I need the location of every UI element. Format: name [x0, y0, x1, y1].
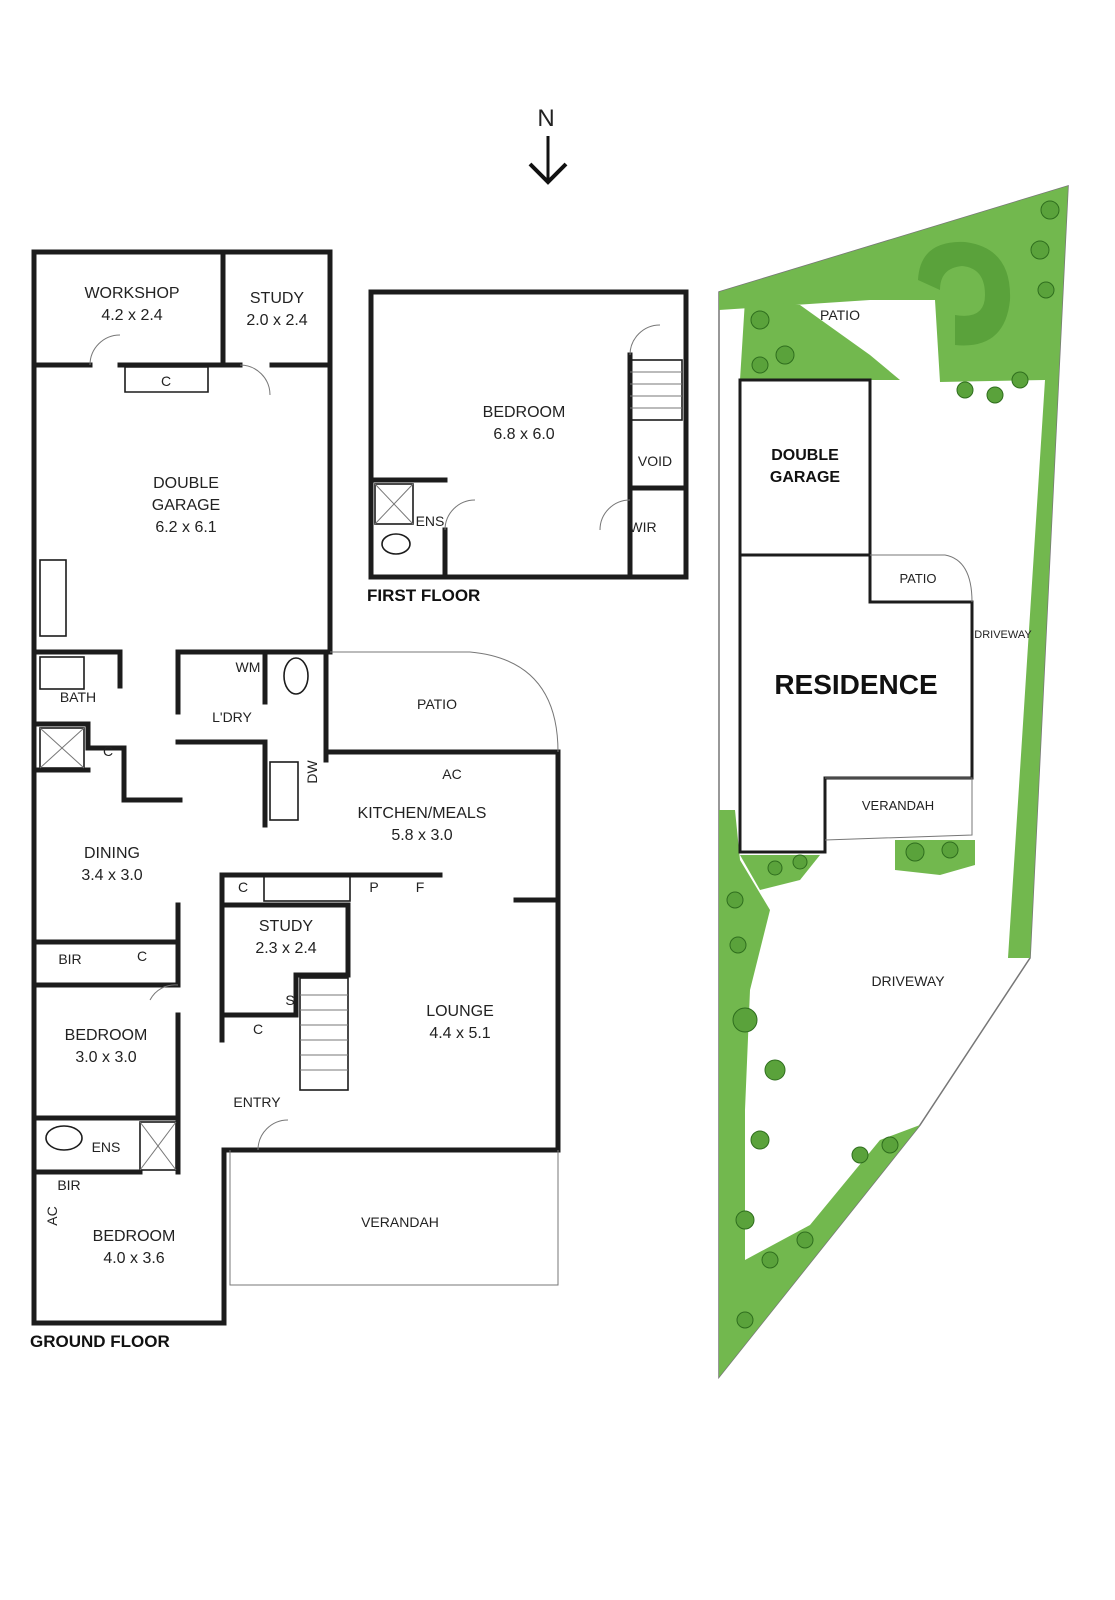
site-garage-label-1: DOUBLE: [771, 447, 839, 464]
study-top-label: STUDY: [250, 290, 305, 307]
ac-marker-kitchen: AC: [442, 766, 461, 782]
garage-label-2: GARAGE: [152, 497, 220, 514]
site-patio-top-label: PATIO: [820, 307, 860, 323]
site-patio-label: PATIO: [899, 571, 936, 586]
bedroom1-label: BEDROOM: [93, 1228, 176, 1245]
dw-marker: DW: [304, 760, 320, 784]
first-floor-title: FIRST FLOOR: [367, 586, 480, 605]
dining-label: DINING: [84, 845, 140, 862]
lounge-label: LOUNGE: [426, 1003, 494, 1020]
bir-marker-bedroom1: BIR: [57, 1177, 80, 1193]
bedroom2-dims: 3.0 x 3.0: [75, 1049, 136, 1066]
garage-dims: 6.2 x 6.1: [155, 519, 216, 536]
patio-label: PATIO: [417, 696, 457, 712]
entry-label: ENTRY: [233, 1094, 281, 1110]
ground-floor-title: GROUND FLOOR: [30, 1332, 170, 1351]
pantry-marker: P: [369, 879, 378, 895]
closet-marker-bedroom2: C: [137, 948, 147, 964]
garage-label-1: DOUBLE: [153, 475, 219, 492]
bedroom1-dims: 4.0 x 3.6: [103, 1250, 164, 1267]
closet-marker-workshop: C: [161, 373, 171, 389]
compass-label: N: [537, 105, 554, 132]
dining-dims: 3.4 x 3.0: [81, 867, 142, 884]
study-top-dims: 2.0 x 2.4: [246, 312, 307, 329]
workshop-label: WORKSHOP: [84, 285, 179, 302]
verandah-label: VERANDAH: [361, 1214, 439, 1230]
closet-marker-hall: C: [103, 743, 113, 759]
site-driveway-side-label: DRIVEWAY: [974, 629, 1032, 641]
study-label: STUDY: [259, 918, 314, 935]
stair-marker: S: [285, 992, 294, 1008]
bedroom2-label: BEDROOM: [65, 1027, 148, 1044]
wir-label: WIR: [629, 519, 656, 535]
ff-bedroom-label: BEDROOM: [483, 404, 566, 421]
site-driveway-label: DRIVEWAY: [871, 973, 945, 989]
first-floor-plan: [368, 289, 689, 580]
kitchen-dims: 5.8 x 3.0: [391, 827, 452, 844]
tree-icons: [726, 200, 1060, 1329]
ground-floor-plan: [31, 249, 561, 1326]
closet-marker-study: C: [253, 1021, 263, 1037]
ens-label: ENS: [92, 1139, 121, 1155]
fridge-marker: F: [416, 879, 425, 895]
laundry-label: L'DRY: [212, 709, 252, 725]
kitchen-label: KITCHEN/MEALS: [358, 805, 487, 822]
workshop-dims: 4.2 x 2.4: [101, 307, 162, 324]
bath-label: BATH: [60, 689, 96, 705]
ff-bedroom-dims: 6.8 x 6.0: [493, 426, 554, 443]
study-dims: 2.3 x 2.4: [255, 940, 316, 957]
site-garage-label-2: GARAGE: [770, 469, 841, 486]
lounge-dims: 4.4 x 5.1: [429, 1025, 490, 1042]
wm-label: WM: [236, 659, 261, 675]
void-label: VOID: [638, 453, 672, 469]
ff-ens-label: ENS: [416, 513, 445, 529]
closet-marker-kitchen: C: [238, 879, 248, 895]
residence-label: RESIDENCE: [774, 669, 937, 700]
bir-marker-bedroom2: BIR: [58, 951, 81, 967]
site-plan: [718, 184, 1069, 1380]
ac-marker-bedroom1: AC: [44, 1206, 60, 1225]
north-arrow-icon: N: [528, 105, 568, 185]
site-verandah-label: VERANDAH: [862, 798, 934, 813]
